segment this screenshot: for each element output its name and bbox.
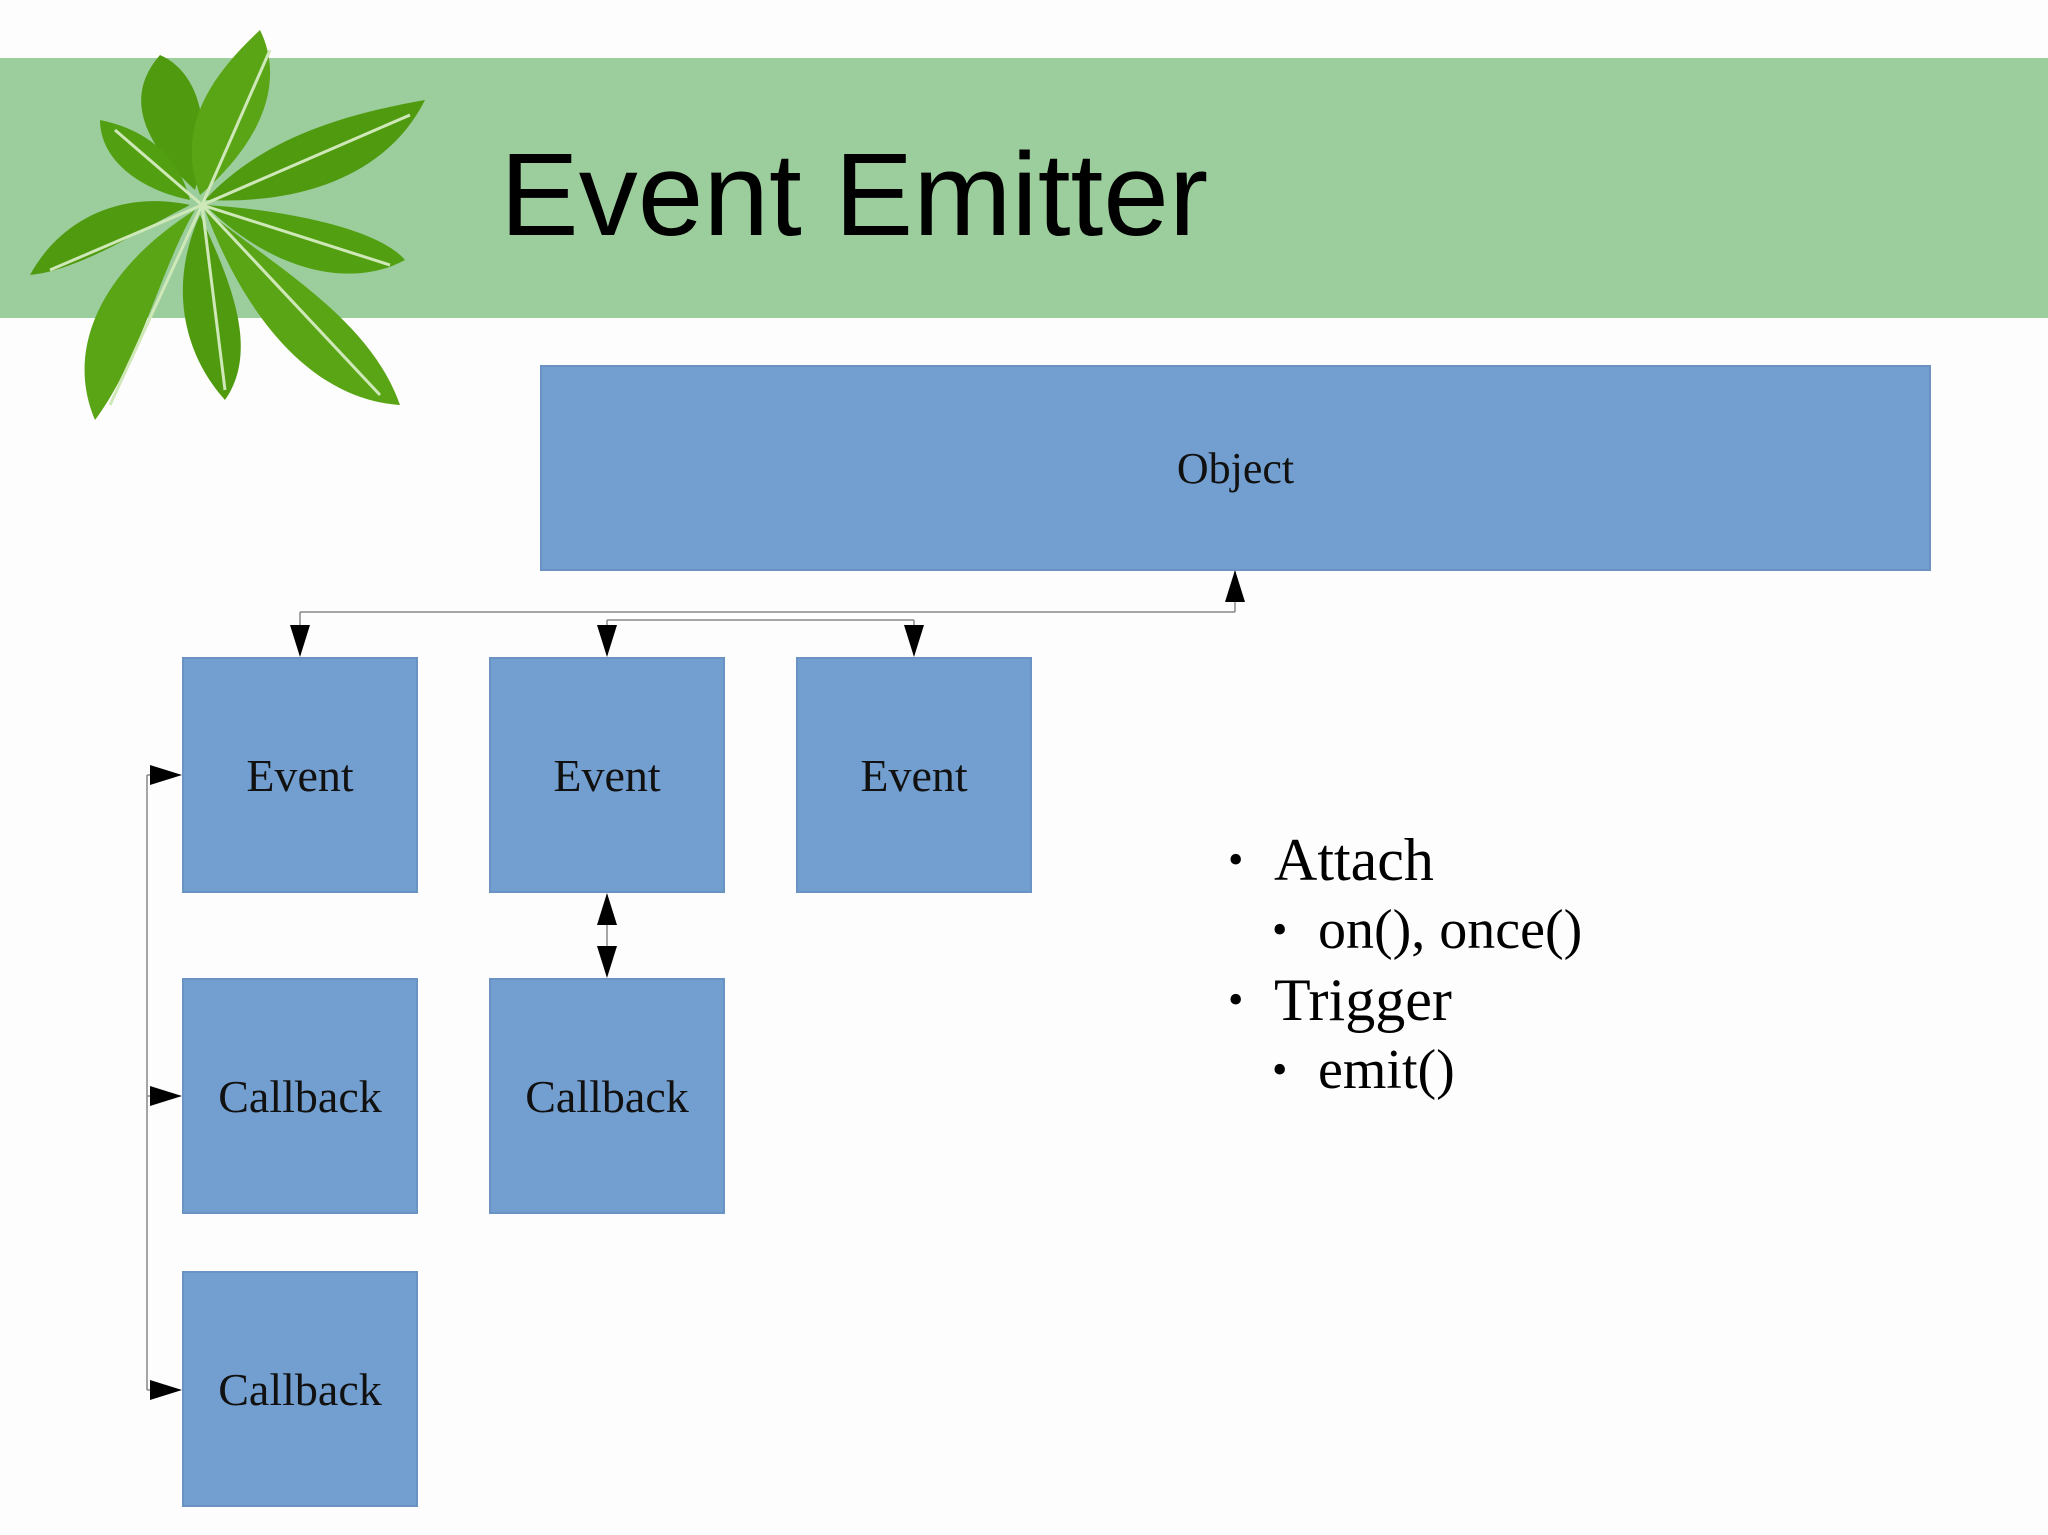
event-label-2: Event (553, 749, 661, 801)
callback-label-3: Callback (218, 1363, 382, 1415)
bullet-item: • on(), once() (1228, 895, 1582, 965)
event-label-3: Event (860, 749, 968, 801)
bullet-text: Attach (1274, 827, 1434, 893)
object-label: Object (1176, 443, 1295, 493)
title-banner (0, 58, 2048, 318)
bullet-dot-icon: • (1228, 975, 1244, 1024)
bullet-text: emit() (1318, 1039, 1455, 1101)
bullet-item: • Attach (1228, 825, 1582, 895)
callback-label-2: Callback (525, 1070, 689, 1122)
callback-box-1: Callback (182, 978, 418, 1214)
bullet-text: Trigger (1274, 967, 1452, 1033)
event-box-2: Event (489, 657, 725, 893)
bullet-item: • emit() (1228, 1035, 1582, 1105)
callback-label-1: Callback (218, 1070, 382, 1122)
bullet-list: • Attach • on(), once() • Trigger • emit() (1228, 825, 1582, 1105)
object-box: Object (540, 365, 1931, 571)
bullet-item: • Trigger (1228, 965, 1582, 1035)
bullet-dot-icon: • (1228, 835, 1244, 884)
bullet-dot-icon: • (1272, 1045, 1288, 1094)
bullet-text: on(), once() (1318, 899, 1583, 961)
callback-box-2: Callback (489, 978, 725, 1214)
bullet-dot-icon: • (1272, 905, 1288, 954)
event-label-1: Event (246, 749, 354, 801)
callback-box-3: Callback (182, 1271, 418, 1507)
event-box-3: Event (796, 657, 1032, 893)
ivy-leaf-logo (30, 30, 425, 420)
slide-title: Event Emitter (500, 129, 1209, 261)
event-box-1: Event (182, 657, 418, 893)
